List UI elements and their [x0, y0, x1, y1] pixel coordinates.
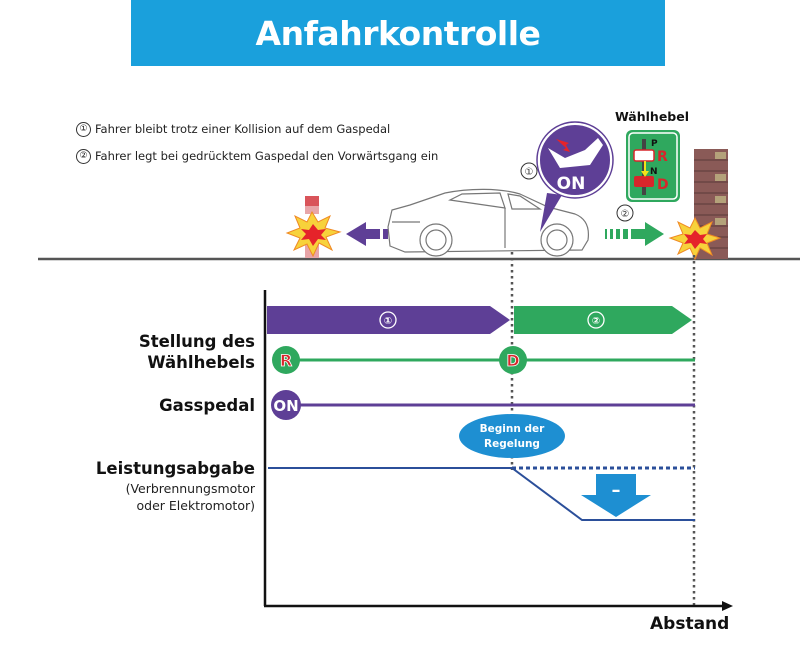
shift-d-badge [499, 346, 527, 374]
page-title: Anfahrkontrolle [255, 13, 541, 53]
phase-2-bar [514, 306, 692, 334]
press-arrow-icon [556, 139, 570, 152]
output-actual-line [268, 467, 695, 521]
reduction-symbol: – [612, 480, 621, 501]
control-start-bubble [459, 414, 565, 458]
phase-2-marker: ② [592, 316, 600, 327]
scene-marker-1-text: ① [525, 167, 534, 178]
shifter-title: Wählhebel [615, 109, 689, 124]
legend-marker-2: ② [76, 149, 91, 164]
forward-direction-arrow [605, 222, 664, 246]
legend-item-2: ② Fahrer legt bei gedrücktem Gaspedal den… [76, 149, 438, 164]
scene-marker-1 [520, 162, 538, 180]
legend-text-2: Fahrer legt bei gedrücktem Gaspedal den … [95, 149, 439, 163]
pedal-on-text: ON [557, 174, 586, 194]
gas-pedal-on-bubble: ON [536, 121, 614, 232]
shift-r-badge-text: R [280, 351, 292, 370]
output-sublabel-line2: oder Elektromotor) [136, 498, 256, 513]
phase-1-marker: ① [384, 316, 392, 327]
legend-item-1: ① Fahrer bleibt trotz einer Kollision auf… [76, 122, 390, 137]
output-row-label: Leistungsabgabe [95, 459, 255, 478]
pedal-row-label: Gasspedal [159, 396, 255, 415]
pedal-on-badge [271, 390, 301, 420]
scene-marker-2-text: ② [621, 209, 630, 220]
phase-1-bar [267, 306, 510, 334]
output-row-sublabel: (Verbrennungsmotor oder Elektromotor) [126, 480, 255, 514]
legend-marker-1: ① [76, 122, 91, 137]
legend-text-1: Fahrer bleibt trotz einer Kollision auf … [95, 122, 391, 136]
pedal-on-badge-text: ON [273, 397, 298, 415]
collision-burst-left-icon [285, 210, 342, 258]
x-axis-label: Abstand [650, 614, 730, 634]
shift-p: P [651, 139, 658, 149]
control-start-text-1: Beginn der [480, 423, 545, 435]
shift-d: D [657, 177, 669, 193]
collision-burst-right-icon [668, 216, 722, 261]
shift-row-label-line2: Wählhebels [147, 353, 255, 372]
shift-lever-icon: P R N D [626, 130, 680, 202]
shift-d-badge-text: D [506, 351, 519, 370]
foot-pedal-icon [548, 138, 603, 168]
output-sublabel-line1: (Verbrennungsmotor [125, 481, 255, 496]
x-axis-arrowhead [722, 601, 733, 611]
shift-row-label-line1: Stellung des [138, 332, 255, 351]
control-start-text-2: Regelung [484, 438, 540, 450]
shift-r-badge [272, 346, 300, 374]
shift-r: R [657, 149, 668, 165]
shift-row-label: Stellung des Wählhebels [139, 331, 255, 373]
reduction-arrow-icon [581, 474, 651, 517]
title-banner: Anfahrkontrolle [131, 0, 665, 66]
shift-n: N [650, 167, 658, 177]
scene-marker-2 [616, 204, 634, 222]
